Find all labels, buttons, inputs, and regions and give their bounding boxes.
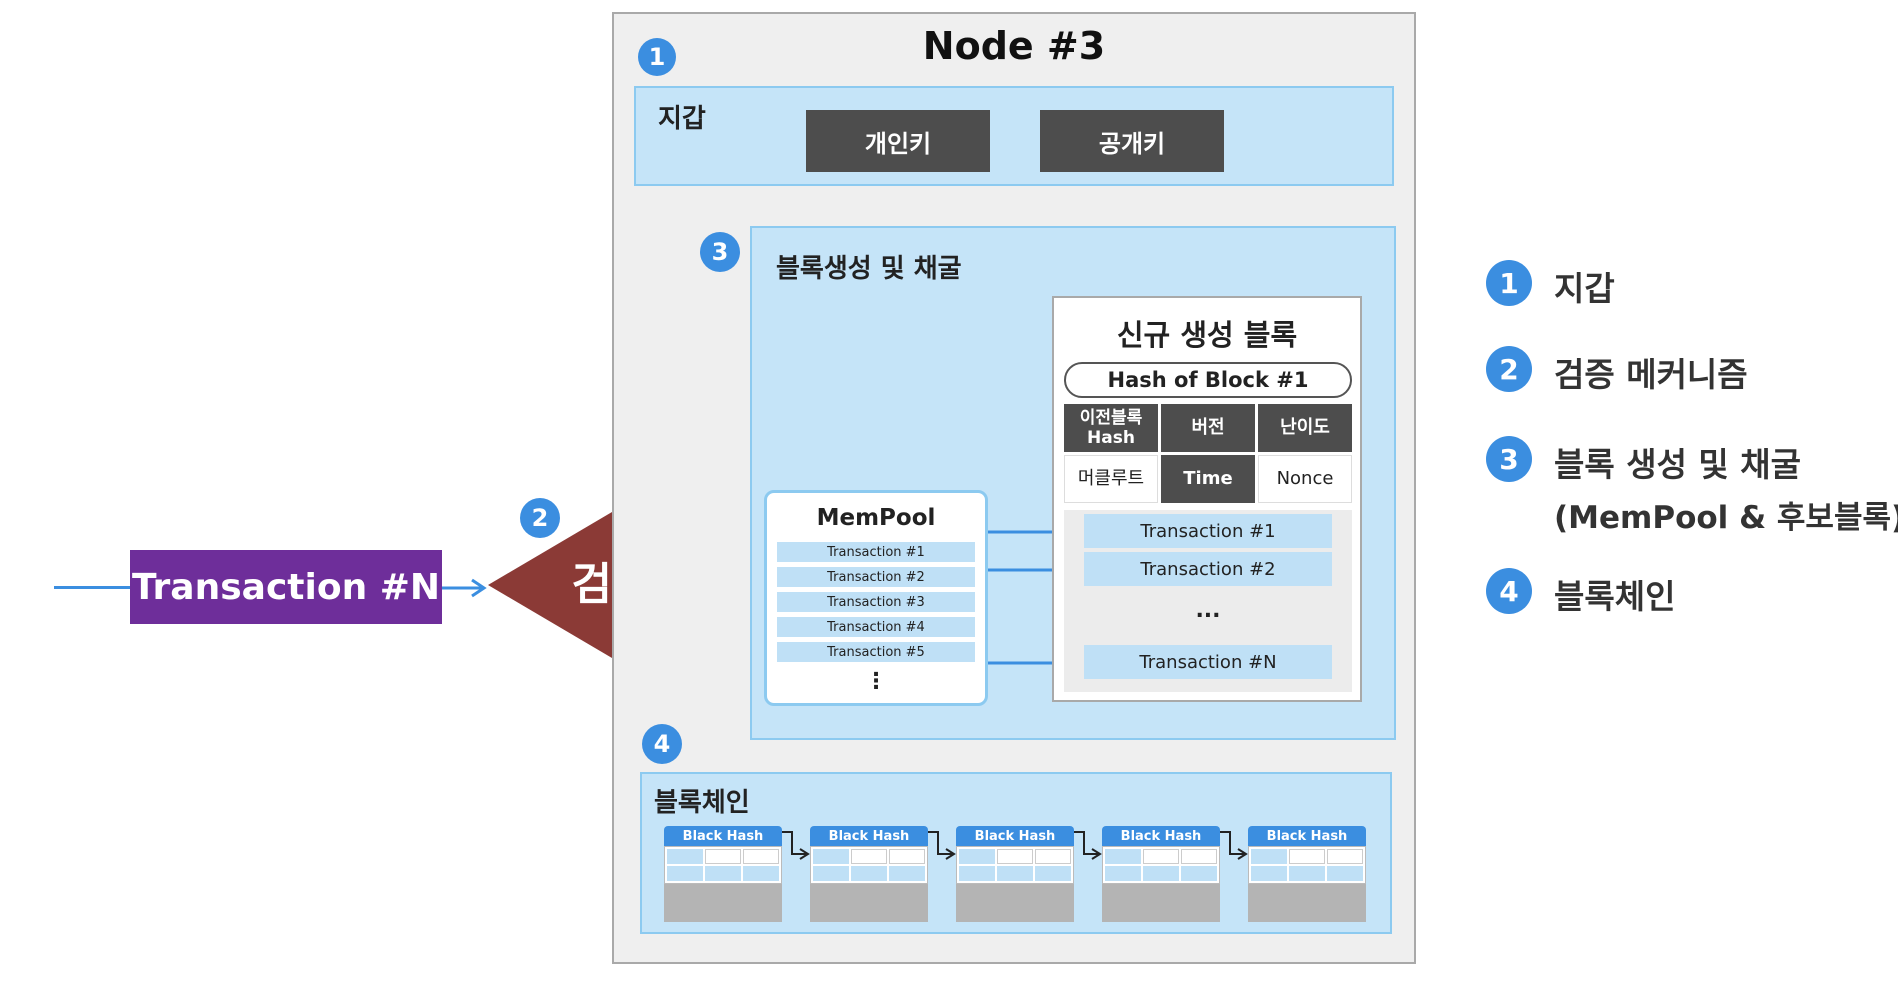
- block-tx-2: Transaction #2: [1084, 552, 1332, 586]
- version-cell: 버전: [1161, 404, 1255, 452]
- legend-text-3: 블록 생성 및 채굴: [1554, 445, 1801, 484]
- new-block-title: 신규 생성 블록: [1116, 318, 1298, 352]
- chain-block-1-head: Black Hash: [664, 826, 782, 846]
- badge-3: 3: [700, 232, 740, 272]
- mining-label: 블록생성 및 채굴: [776, 254, 962, 284]
- chain-block-4-base: [1102, 884, 1220, 922]
- chain-block-4: Black Hash: [1102, 826, 1220, 922]
- mempool-tx-5: Transaction #5: [777, 642, 975, 662]
- mempool-tx-2: Transaction #2: [777, 567, 975, 587]
- transaction-input-box: Transaction #N: [130, 550, 442, 624]
- chain-block-4-head: Black Hash: [1102, 826, 1220, 846]
- chain-block-3: Black Hash: [956, 826, 1074, 922]
- block-tx-ellipsis: ...: [1195, 598, 1221, 623]
- chain-block-3-grid: [956, 846, 1074, 884]
- legend-text-2: 검증 메커니즘: [1554, 355, 1748, 394]
- mempool-tx-1: Transaction #1: [777, 542, 975, 562]
- mempool-tx-4: Transaction #4: [777, 617, 975, 637]
- wallet-zone: [634, 86, 1394, 186]
- input-line: [54, 586, 134, 589]
- chain-connectors: [782, 831, 1248, 860]
- chain-block-1: Black Hash: [664, 826, 782, 922]
- chain-block-2-grid: [810, 846, 928, 884]
- difficulty-cell: 난이도: [1258, 404, 1352, 452]
- chain-block-2: Black Hash: [810, 826, 928, 922]
- block-hash-pill: Hash of Block #1: [1064, 362, 1352, 398]
- chain-block-2-head: Black Hash: [810, 826, 928, 846]
- block-tx-1: Transaction #1: [1084, 514, 1332, 548]
- badge-4: 4: [642, 724, 682, 764]
- nonce-cell: Nonce: [1258, 455, 1352, 503]
- mempool-title: MemPool: [816, 505, 936, 531]
- wallet-label: 지갑: [658, 104, 706, 134]
- input-arrow: [442, 578, 487, 598]
- badge-2: 2: [520, 498, 560, 538]
- legend-badge-4: 4: [1486, 568, 1532, 614]
- node-title: Node #3: [922, 24, 1106, 68]
- block-tx-area: Transaction #1 Transaction #2 ... Transa…: [1064, 510, 1352, 692]
- chain-block-5-head: Black Hash: [1248, 826, 1366, 846]
- mempool-box: MemPool Transaction #1 Transaction #2 Tr…: [764, 490, 988, 706]
- chain-block-3-base: [956, 884, 1074, 922]
- chain-block-5-base: [1248, 884, 1366, 922]
- block-tx-n: Transaction #N: [1084, 645, 1332, 679]
- legend-badge-2: 2: [1486, 346, 1532, 392]
- legend-badge-3: 3: [1486, 436, 1532, 482]
- chain-block-5-grid: [1248, 846, 1366, 884]
- public-key-box: 공개키: [1040, 110, 1224, 172]
- chain-block-5: Black Hash: [1248, 826, 1366, 922]
- transaction-input-label: Transaction #N: [131, 566, 441, 608]
- mempool-more: ⋮: [865, 669, 887, 694]
- legend-text-3b: (MemPool & 후보블록): [1554, 500, 1898, 536]
- time-cell: Time: [1161, 455, 1255, 503]
- chain-block-4-grid: [1102, 846, 1220, 884]
- new-block-box: 신규 생성 블록 Hash of Block #1 이전블록 Hash 버전 난…: [1052, 296, 1362, 702]
- chain-block-3-head: Black Hash: [956, 826, 1074, 846]
- chain-block-1-base: [664, 884, 782, 922]
- chain-block-2-base: [810, 884, 928, 922]
- legend-badge-1: 1: [1486, 260, 1532, 306]
- merkle-root-cell: 머클루트: [1064, 455, 1158, 503]
- prev-hash-cell: 이전블록 Hash: [1064, 404, 1158, 452]
- private-key-box: 개인키: [806, 110, 990, 172]
- chain-block-1-grid: [664, 846, 782, 884]
- legend-text-4: 블록체인: [1554, 577, 1676, 616]
- legend-text-1: 지갑: [1554, 269, 1615, 308]
- badge-1: 1: [638, 38, 676, 76]
- mempool-tx-3: Transaction #3: [777, 592, 975, 612]
- blockchain-label: 블록체인: [654, 788, 750, 818]
